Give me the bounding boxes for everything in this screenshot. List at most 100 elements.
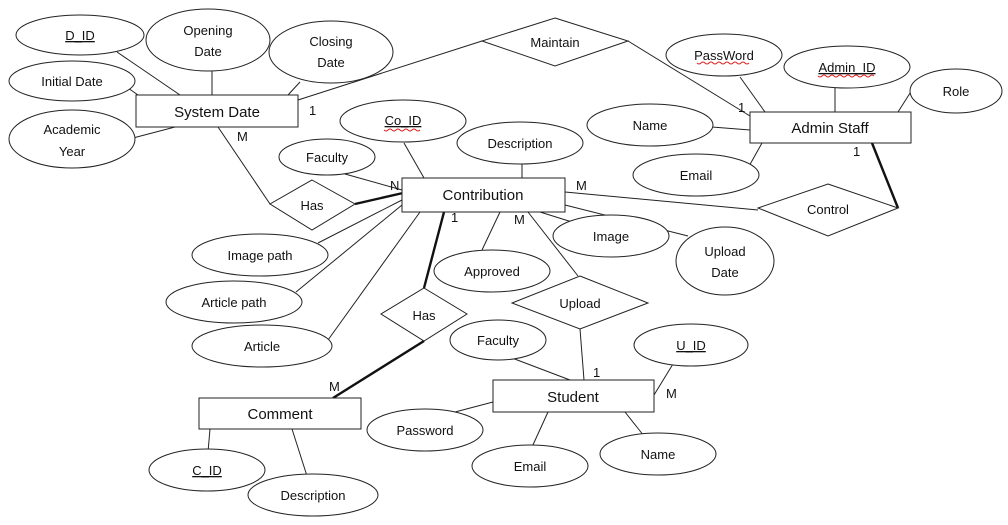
line-contrib-article — [327, 211, 421, 341]
attr-co-id — [339, 99, 467, 143]
squiggle-password — [696, 61, 750, 65]
card-admin-maintain: 1 — [738, 100, 745, 115]
label-co-id: Co_ID — [385, 113, 422, 128]
label-comment: Comment — [247, 406, 313, 423]
attr-c-id — [148, 448, 266, 492]
line-sd-closing — [287, 81, 301, 96]
card-contrib-control: M — [576, 178, 587, 193]
bold-contrib-hascomment — [422, 211, 446, 289]
label-has-faculty: Has — [300, 198, 324, 213]
line-student-faculty — [511, 357, 571, 381]
line-comment-cid — [207, 428, 211, 453]
attr-u-id — [633, 323, 749, 367]
line-contrib-faculty — [344, 173, 403, 191]
card-contrib-has: N — [390, 178, 399, 193]
label-admin-staff: Admin Staff — [791, 120, 869, 137]
card-contrib-hascomment: 1 — [451, 210, 458, 225]
label-c-id: C_ID — [192, 463, 222, 478]
line-sd-maintain — [297, 40, 483, 101]
attr-student-email — [471, 444, 589, 488]
line-sd-academic — [132, 126, 176, 139]
line-student-email — [531, 411, 549, 448]
attr-admin-name — [586, 103, 714, 147]
bold-hascomment-comment — [332, 339, 425, 400]
label-has-comment: Has — [412, 308, 436, 323]
label-system-date: System Date — [174, 104, 260, 121]
label-comment-description: Description — [280, 488, 345, 503]
card-contrib-upload: M — [514, 212, 525, 227]
line-contrib-imagepath — [317, 199, 403, 244]
label-upload-date-2: Date — [711, 265, 738, 280]
line-admin-role — [897, 89, 913, 113]
entity-system-date — [135, 94, 299, 128]
attr-image — [552, 214, 670, 258]
line-contrib-approved — [481, 211, 501, 251]
label-article-path: Article path — [201, 295, 266, 310]
rel-maintain — [480, 17, 630, 67]
attr-approved — [433, 249, 551, 293]
label-d-id: D_ID — [65, 28, 95, 43]
label-contrib-faculty: Faculty — [306, 150, 348, 165]
attr-admin-id — [783, 45, 911, 89]
label-admin-email: Email — [680, 168, 713, 183]
label-upload-date-1: Upload — [704, 244, 745, 259]
attr-student-password — [366, 408, 484, 452]
label-control: Control — [807, 202, 849, 217]
attr-article — [191, 324, 333, 368]
line-student-password — [454, 401, 494, 413]
attr-contrib-description — [456, 121, 584, 165]
label-closing-2: Date — [317, 55, 344, 70]
entity-comment — [198, 397, 362, 430]
label-role: Role — [943, 84, 970, 99]
line-admin-password — [739, 76, 766, 113]
card-sd-has: M — [237, 129, 248, 144]
attr-upload-date — [675, 226, 775, 296]
line-contrib-articlepath — [295, 204, 403, 293]
label-student-password: Password — [396, 423, 453, 438]
attr-image-path — [191, 233, 329, 277]
label-admin-password: PassWord — [694, 48, 754, 63]
label-opening-1: Opening — [183, 23, 232, 38]
squiggle-co-id — [383, 128, 421, 132]
line-maintain-admin — [627, 40, 751, 117]
attr-closing-date — [268, 20, 394, 84]
entity-admin-staff — [749, 111, 912, 144]
label-academic-2: Year — [59, 144, 86, 159]
label-image: Image — [593, 229, 629, 244]
label-contrib-description: Description — [487, 136, 552, 151]
attr-contrib-faculty — [278, 138, 376, 176]
attr-student-faculty — [449, 319, 547, 361]
attr-opening-date — [145, 8, 271, 72]
attr-article-path — [165, 280, 303, 324]
label-student-email: Email — [514, 459, 547, 474]
rel-has-comment — [380, 287, 468, 342]
label-academic-1: Academic — [43, 122, 101, 137]
rel-has-faculty — [269, 179, 356, 231]
label-article: Article — [244, 339, 280, 354]
card-student-upload: 1 — [593, 365, 600, 380]
line-sd-has — [217, 126, 271, 205]
label-admin-name: Name — [633, 118, 668, 133]
label-upload: Upload — [559, 296, 600, 311]
line-contrib-control — [564, 191, 759, 211]
attr-comment-description — [247, 473, 379, 517]
line-student-uid — [653, 363, 674, 396]
line-comment-desc — [291, 428, 308, 477]
line-upload-student — [579, 328, 585, 381]
rel-upload — [510, 275, 650, 330]
attr-academic-year — [8, 109, 136, 169]
label-opening-2: Date — [194, 44, 221, 59]
card-student-uid: M — [666, 386, 677, 401]
label-contribution: Contribution — [443, 187, 524, 204]
card-sd-maintain: 1 — [309, 103, 316, 118]
attr-role — [909, 68, 1003, 114]
entity-contribution — [401, 177, 566, 213]
line-student-name — [624, 411, 645, 437]
attr-admin-password — [665, 33, 783, 77]
squiggle-admin-id — [817, 74, 875, 78]
label-admin-id: Admin_ID — [818, 60, 875, 75]
line-contrib-coid — [403, 142, 425, 179]
label-image-path: Image path — [227, 248, 292, 263]
attr-student-name — [599, 432, 717, 476]
